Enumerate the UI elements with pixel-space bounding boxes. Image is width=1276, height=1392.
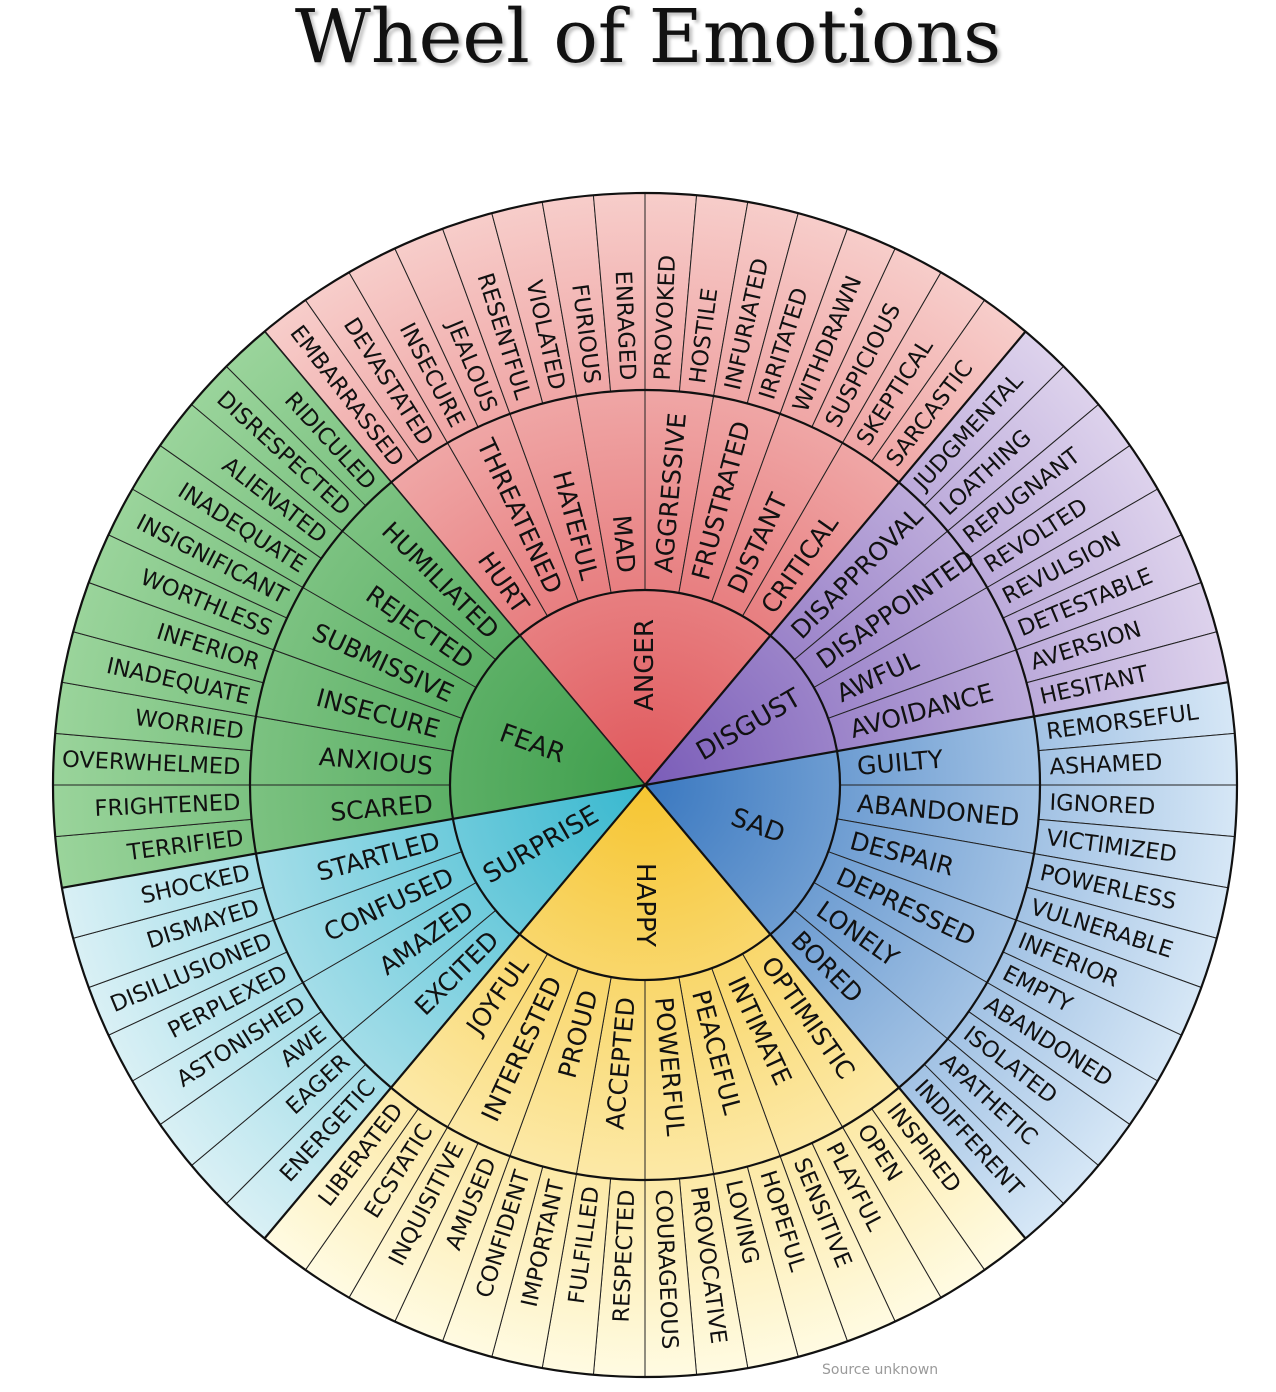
core-label-anger: ANGER <box>630 619 660 711</box>
outer-label-ignored: IGNORED <box>1049 790 1156 821</box>
category-divider <box>61 783 646 889</box>
source-caption: Source unknown <box>822 1362 939 1378</box>
outer-label-enraged: ENRAGED <box>610 270 641 381</box>
middle-label-mad: MAD <box>607 514 641 574</box>
ring-border <box>248 388 1042 1182</box>
category-divider <box>644 330 1027 786</box>
ring-border <box>448 588 842 982</box>
outer-label-frightened: FRIGHTENED <box>94 790 241 822</box>
outer-label-ashamed: ASHAMED <box>1049 749 1163 780</box>
page-title: Wheel of Emotions <box>294 0 1002 80</box>
category-divider <box>644 681 1229 787</box>
category-divider <box>644 784 1027 1240</box>
category-divider <box>263 784 646 1240</box>
outer-label-provoked: PROVOKED <box>650 254 681 381</box>
outer-label-respected: RESPECTED <box>609 1189 641 1323</box>
core-label-happy: HAPPY <box>630 863 660 947</box>
ring-border <box>51 191 1239 1379</box>
